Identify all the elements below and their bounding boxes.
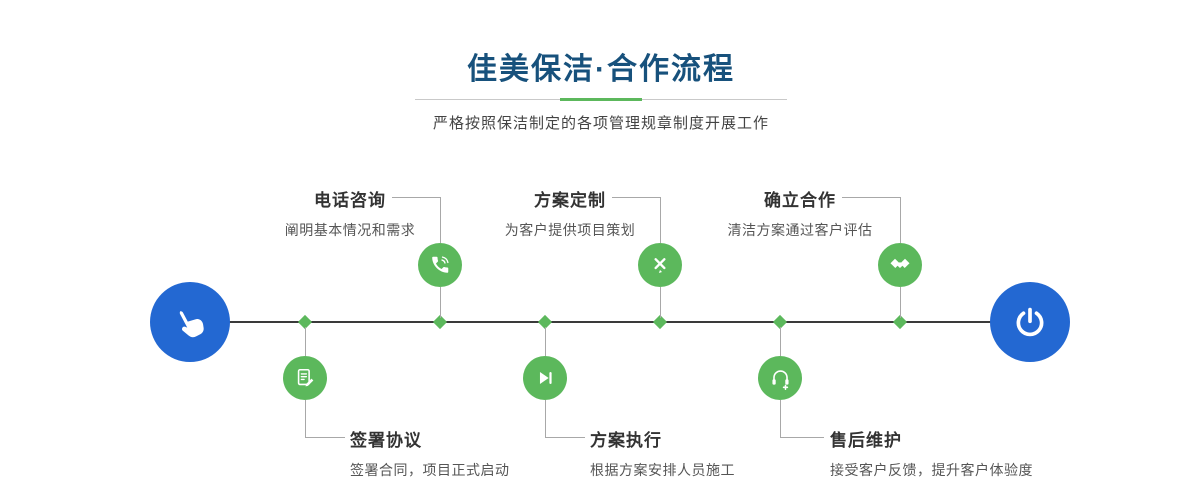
step-title: 方案定制 (534, 191, 606, 210)
connector-line (305, 327, 306, 356)
connector-line (660, 287, 661, 318)
title-divider (415, 98, 787, 101)
timeline-line (228, 321, 992, 323)
connector-line (612, 197, 660, 198)
step-label-sign-agreement: 签署协议 签署合同，项目正式启动 (350, 426, 510, 480)
connector-line (780, 400, 781, 438)
play-next-icon (539, 372, 552, 384)
pen-tools-icon (654, 258, 666, 273)
contract-icon (297, 368, 314, 387)
connector-line (305, 437, 345, 438)
timeline-end-node (990, 282, 1070, 362)
page-title: 佳美保洁·合作流程 (467, 53, 735, 86)
step-node-aftersales (758, 356, 802, 400)
step-node-plan-customize (638, 243, 682, 287)
connector-line (440, 197, 441, 243)
step-title: 签署协议 (350, 431, 422, 450)
power-icon (1016, 307, 1044, 337)
step-title: 确立合作 (764, 191, 836, 210)
connector-line (392, 197, 440, 198)
step-node-establish-cooperation (878, 243, 922, 287)
step-title: 电话咨询 (314, 191, 386, 210)
page-subtitle: 严格按照保洁制定的各项管理规章制度开展工作 (432, 115, 769, 132)
headset-plus-icon (771, 369, 789, 390)
divider-line-left (415, 99, 560, 100)
connector-line (545, 400, 546, 438)
step-label-plan-customize: 方案定制 为客户提供项目策划 (470, 186, 670, 240)
step-desc: 为客户提供项目策划 (504, 222, 636, 238)
divider-accent (560, 98, 642, 101)
connector-line (545, 437, 585, 438)
step-desc: 接受客户反馈，提升客户体验度 (830, 462, 1033, 478)
step-desc: 签署合同，项目正式启动 (350, 462, 510, 478)
step-node-phone-consult (418, 243, 462, 287)
connector-line (900, 197, 901, 243)
connector-line (780, 327, 781, 356)
connector-line (440, 287, 441, 318)
step-node-plan-execute (523, 356, 567, 400)
step-desc: 清洁方案通过客户评估 (727, 222, 873, 238)
step-label-aftersales: 售后维护 接受客户反馈，提升客户体验度 (830, 426, 1033, 480)
step-label-plan-execute: 方案执行 根据方案安排人员施工 (590, 426, 735, 480)
connector-line (305, 400, 306, 438)
divider-line-right (642, 99, 787, 100)
step-title: 方案执行 (590, 431, 662, 450)
step-desc: 根据方案安排人员施工 (590, 462, 735, 478)
connector-line (900, 287, 901, 318)
step-label-establish-cooperation: 确立合作 清洁方案通过客户评估 (700, 186, 900, 240)
connector-line (545, 327, 546, 356)
step-label-phone-consult: 电话咨询 阐明基本情况和需求 (250, 186, 450, 240)
connector-line (660, 197, 661, 243)
step-node-sign-agreement (283, 356, 327, 400)
step-title: 售后维护 (830, 431, 902, 450)
hand-pointer-icon (179, 310, 204, 338)
handshake-icon (890, 258, 910, 268)
phone-icon (432, 256, 449, 273)
step-desc: 阐明基本情况和需求 (284, 222, 416, 238)
connector-line (842, 197, 900, 198)
connector-line (780, 437, 824, 438)
timeline-start-node (150, 282, 230, 362)
